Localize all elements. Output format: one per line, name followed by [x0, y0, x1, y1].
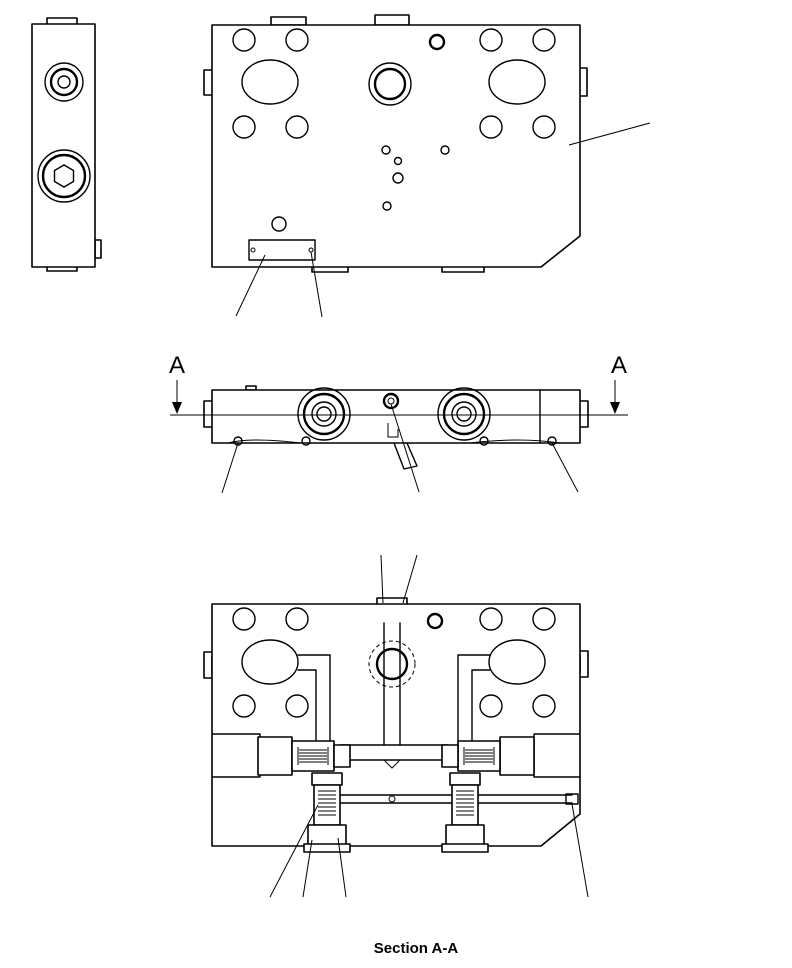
- top-view: [203, 385, 589, 470]
- right-valve-vertical: [441, 772, 489, 853]
- front-leaders: [235, 122, 651, 318]
- section-marker-right: A: [611, 352, 627, 379]
- side-lower-port: [37, 149, 91, 203]
- section-line: A A: [169, 352, 628, 416]
- section-view: [203, 597, 589, 853]
- section-marker-left: A: [169, 352, 185, 379]
- top-left-port: [297, 387, 351, 441]
- section-leaders: [269, 554, 589, 898]
- top-right-port: [437, 387, 491, 441]
- front-view: [203, 14, 588, 273]
- side-view: [31, 17, 102, 272]
- left-valve-horizontal: [257, 736, 351, 776]
- right-valve-horizontal: [441, 736, 535, 776]
- side-upper-port: [44, 62, 84, 102]
- top-leaders: [221, 403, 579, 494]
- left-valve-vertical: [303, 772, 351, 853]
- section-caption: Section A-A: [374, 940, 459, 957]
